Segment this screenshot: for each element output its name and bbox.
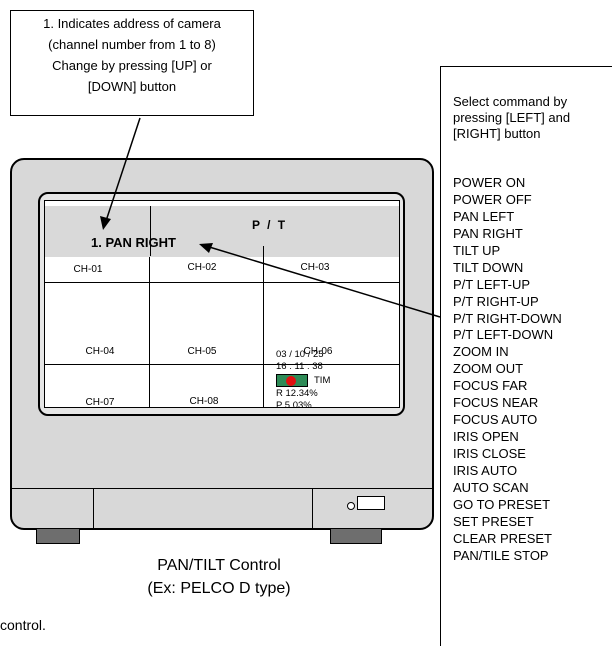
status-mode: TIM bbox=[314, 375, 331, 386]
channel-label: CH-05 bbox=[187, 346, 217, 357]
command-item: POWER ON bbox=[453, 175, 526, 190]
grid-line bbox=[149, 257, 150, 407]
command-intro-line: [RIGHT] button bbox=[453, 126, 541, 141]
arrow-to-command bbox=[205, 245, 441, 318]
command-item: TILT DOWN bbox=[453, 259, 524, 275]
arrow-head-icon bbox=[100, 216, 111, 230]
front-panel-right bbox=[312, 488, 432, 528]
record-indicator bbox=[276, 374, 308, 387]
channel-label: CH-06 bbox=[303, 346, 333, 357]
front-panel-divider bbox=[94, 488, 312, 489]
channel-label: CH-03 bbox=[300, 262, 330, 273]
command-item: IRIS AUTO bbox=[453, 462, 518, 478]
osd-title: P / T bbox=[252, 218, 288, 232]
command-item: PAN/TILE STOP bbox=[453, 547, 549, 563]
arrow-to-address bbox=[104, 117, 141, 225]
command-item: PAN RIGHT bbox=[453, 225, 523, 241]
command-item: P/T RIGHT-DOWN bbox=[453, 310, 562, 326]
command-item: IRIS OPEN bbox=[453, 429, 519, 445]
command-item: FOCUS NEAR bbox=[453, 395, 539, 411]
command-item: CLEAR PRESET bbox=[453, 530, 552, 546]
callout-line: [DOWN] button bbox=[87, 79, 177, 94]
command-intro: Select command by pressing [LEFT] and [R… bbox=[453, 94, 570, 142]
osd-current-command: 1. PAN RIGHT bbox=[91, 235, 176, 250]
caption-line: PAN/TILT Control bbox=[157, 557, 281, 574]
power-led-icon bbox=[347, 502, 355, 510]
grid-line bbox=[263, 257, 264, 407]
status-date: 03 / 10 / 25 bbox=[276, 349, 324, 360]
front-panel-left bbox=[12, 488, 94, 528]
callout-line: 1. Indicates address of camera bbox=[43, 16, 221, 31]
channel-label: CH-08 bbox=[189, 396, 219, 407]
monitor-foot-left bbox=[36, 528, 80, 544]
channel-label: CH-04 bbox=[85, 346, 115, 357]
command-item: P/T LEFT-UP bbox=[453, 276, 531, 292]
callout-line: (channel number from 1 to 8) bbox=[48, 37, 216, 52]
record-dot-icon bbox=[286, 376, 296, 386]
command-item: FOCUS FAR bbox=[453, 378, 528, 394]
command-item: P/T RIGHT-UP bbox=[453, 293, 539, 309]
command-item: ZOOM OUT bbox=[453, 361, 524, 377]
command-item: PAN LEFT bbox=[453, 208, 515, 224]
callout-line: Change by pressing [UP] or bbox=[52, 58, 212, 73]
command-item: TILT UP bbox=[453, 242, 501, 258]
command-item: POWER OFF bbox=[453, 191, 532, 207]
command-item: AUTO SCAN bbox=[453, 479, 529, 495]
status-r: R 12.34% bbox=[276, 388, 318, 399]
command-item: IRIS CLOSE bbox=[453, 446, 526, 461]
caption-line: (Ex: PELCO D type) bbox=[147, 580, 291, 597]
command-item: P/T LEFT-DOWN bbox=[453, 327, 554, 343]
channel-label: CH-02 bbox=[187, 262, 217, 273]
footer-text: control. bbox=[0, 617, 46, 633]
command-item: SET PRESET bbox=[453, 513, 534, 529]
command-intro-line: Select command by bbox=[453, 94, 568, 109]
grid-line bbox=[45, 282, 399, 283]
power-button[interactable] bbox=[357, 496, 385, 510]
arrow-head-icon bbox=[199, 243, 213, 253]
command-list-panel: Select command by pressing [LEFT] and [R… bbox=[440, 66, 612, 646]
command-item: ZOOM IN bbox=[453, 344, 509, 360]
figure-caption: PAN/TILT Control (Ex: PELCO D type) bbox=[104, 554, 334, 600]
camera-address-callout: 1. Indicates address of camera (channel … bbox=[10, 10, 254, 116]
command-item: FOCUS AUTO bbox=[453, 412, 538, 428]
status-p: P 5.03% bbox=[276, 400, 312, 411]
grid-line bbox=[45, 364, 399, 365]
grid-line bbox=[263, 246, 264, 258]
channel-label: CH-01 bbox=[73, 264, 103, 275]
command-item: GO TO PRESET bbox=[453, 496, 551, 512]
osd-bar bbox=[45, 206, 399, 257]
status-time: 16 : 11 : 38 bbox=[276, 361, 323, 372]
monitor-foot-right bbox=[330, 528, 382, 544]
channel-label: CH-07 bbox=[85, 397, 115, 408]
command-intro-line: pressing [LEFT] and bbox=[453, 110, 571, 125]
grid-line bbox=[150, 206, 151, 256]
